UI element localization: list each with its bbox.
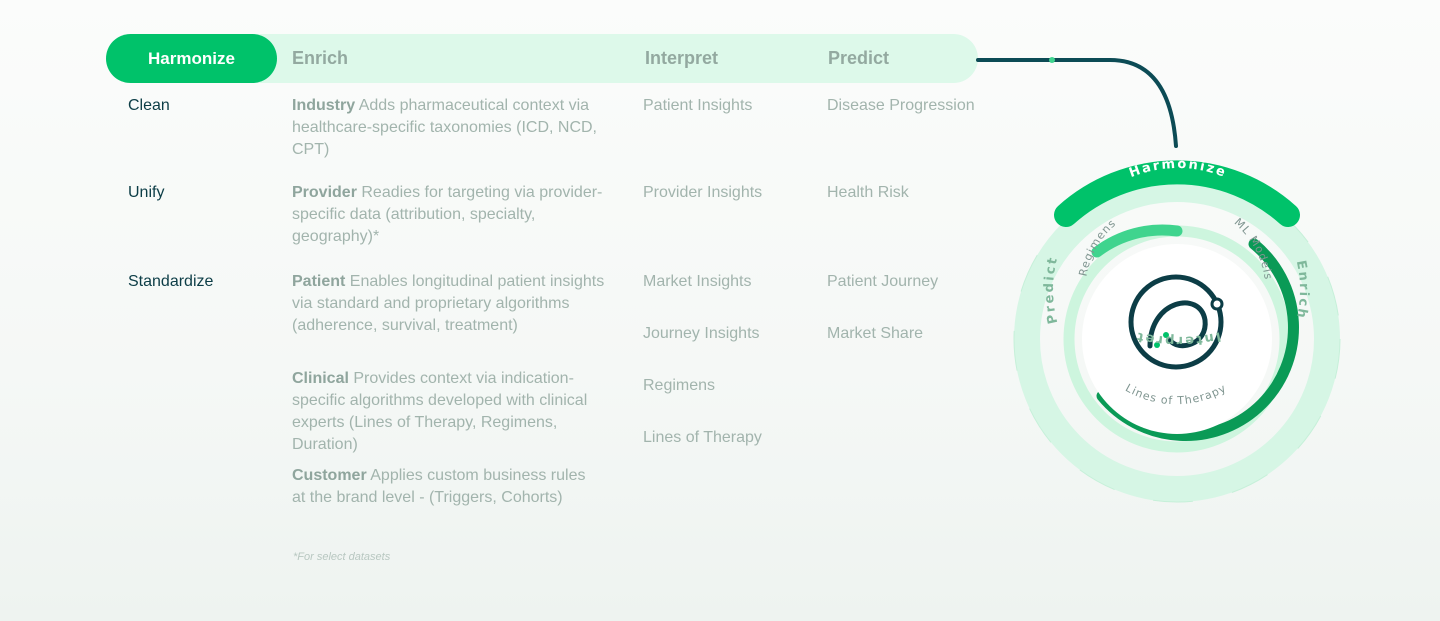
interpret-item: Lines of Therapy xyxy=(643,429,762,446)
outer-ring xyxy=(1014,176,1340,502)
svg-text:Interpret: Interpret xyxy=(1134,328,1222,348)
tab-interpret[interactable]: Interpret xyxy=(645,48,719,68)
predict-item: Health Risk xyxy=(827,184,909,201)
step-unify: Unify xyxy=(128,184,165,201)
ring-label-interpret: Interpret xyxy=(1134,328,1220,348)
enrich-clinical: Clinical Provides context via indication… xyxy=(292,370,588,453)
connector-line xyxy=(976,58,1178,148)
interpret-item: Provider Insights xyxy=(643,184,763,201)
predict-item: Market Share xyxy=(827,325,924,342)
tab-enrich[interactable]: Enrich xyxy=(292,48,349,68)
harmonize-arc xyxy=(1054,160,1300,227)
interpret-item: Market Insights xyxy=(643,273,752,290)
enrich-industry: Industry Adds pharmaceutical context via… xyxy=(292,97,597,158)
enrich-customer: Customer Applies custom business rules a… xyxy=(292,467,586,506)
ring-label-predict: Predict xyxy=(1042,255,1059,326)
svg-text:Predict: Predict xyxy=(1042,255,1061,326)
footnote: *For select datasets xyxy=(293,551,391,563)
interpret-item: Regimens xyxy=(643,377,716,394)
predict-item: Patient Journey xyxy=(827,273,939,290)
tab-predict[interactable]: Predict xyxy=(828,48,890,68)
interpret-item: Patient Insights xyxy=(643,97,753,114)
step-clean: Clean xyxy=(128,97,170,114)
enrich-patient: Patient Enables longitudinal patient ins… xyxy=(292,273,605,334)
predict-item: Disease Progression xyxy=(827,97,975,114)
step-standardize: Standardize xyxy=(128,273,214,290)
center-logo-icon xyxy=(1128,274,1224,370)
inner-arc-light xyxy=(1091,224,1183,258)
connector-dot xyxy=(1049,57,1055,63)
enrich-provider: Provider Readies for targeting via provi… xyxy=(292,184,603,245)
ring-label-enrich: Enrich xyxy=(1293,259,1309,321)
interpret-item: Journey Insights xyxy=(643,325,760,342)
tab-harmonize[interactable]: Harmonize xyxy=(106,34,277,83)
svg-text:Enrich: Enrich xyxy=(1293,259,1311,321)
